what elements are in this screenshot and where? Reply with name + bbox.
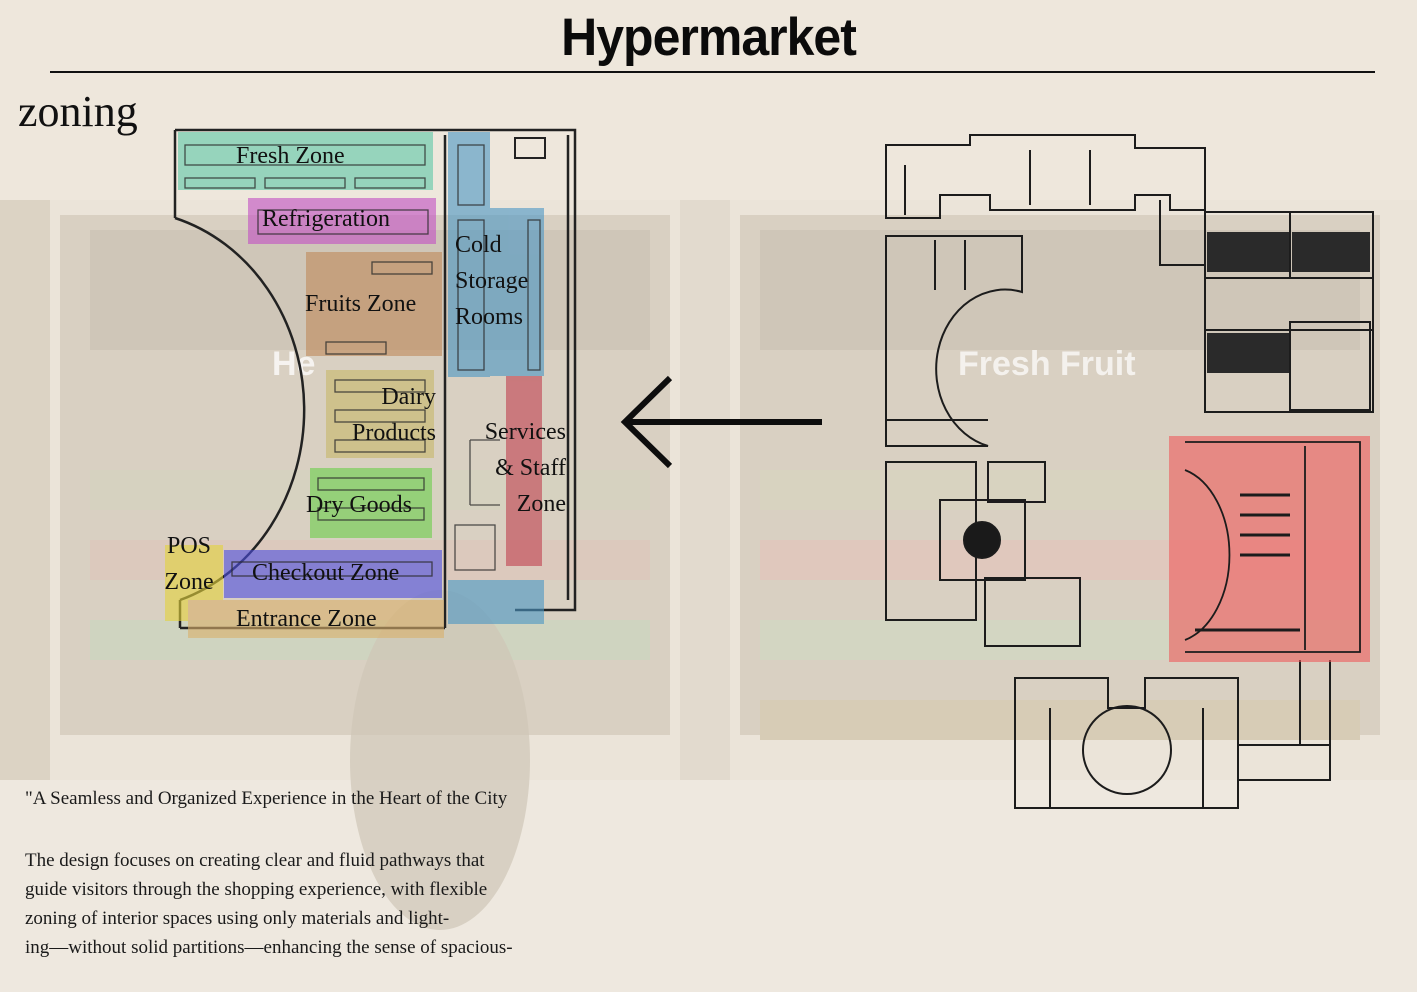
zone-fill-fresh	[178, 132, 433, 190]
zone-fill-checkout	[224, 550, 442, 598]
title-divider	[50, 71, 1375, 73]
site-plan	[885, 134, 1374, 413]
site-plan-hatch	[1207, 232, 1370, 373]
zone-label-entrance: Entrance Zone	[236, 606, 377, 632]
zone-fill-cold-c	[448, 580, 544, 624]
zone-label-fresh: Fresh Zone	[236, 143, 345, 169]
zone-fill-dairy	[326, 370, 434, 458]
arrow-left-icon	[620, 375, 822, 469]
zone-fill-services	[506, 376, 542, 566]
zone-label-fruits: Fruits Zone	[305, 291, 417, 317]
site-plan-2	[885, 235, 1331, 809]
zone-label-dairy: Dairy Products	[352, 384, 436, 446]
zone-label-pos: POS Zone	[164, 533, 214, 595]
zone-label-checkout: Checkout Zone	[252, 560, 400, 586]
zone-fills	[165, 132, 544, 638]
shelving-marks	[184, 144, 541, 577]
zone-fill-entrance	[188, 600, 444, 638]
zone-fill-fruits	[306, 252, 442, 356]
section-label: zoning	[18, 87, 138, 136]
page-title: Hypermarket	[561, 7, 857, 67]
background-sign-right: Fresh Fruit	[958, 345, 1136, 383]
zone-fill-refrigeration	[248, 198, 436, 244]
zone-label-refrigeration: Refrigeration	[262, 206, 390, 232]
description-paragraph: The design focuses on creating clear and…	[25, 850, 513, 958]
zone-label-cold-storage: Cold Storage Rooms	[455, 232, 529, 330]
zone-label-dry-goods: Dry Goods	[306, 492, 412, 518]
tagline-quote: "A Seamless and Organized Experience in …	[25, 788, 508, 809]
highlighted-store-outline	[1184, 441, 1361, 653]
zone-fill-dry	[310, 468, 432, 538]
site-plan-highlight	[1169, 436, 1370, 662]
zone-label-services: Services & Staff Zone	[484, 419, 566, 517]
